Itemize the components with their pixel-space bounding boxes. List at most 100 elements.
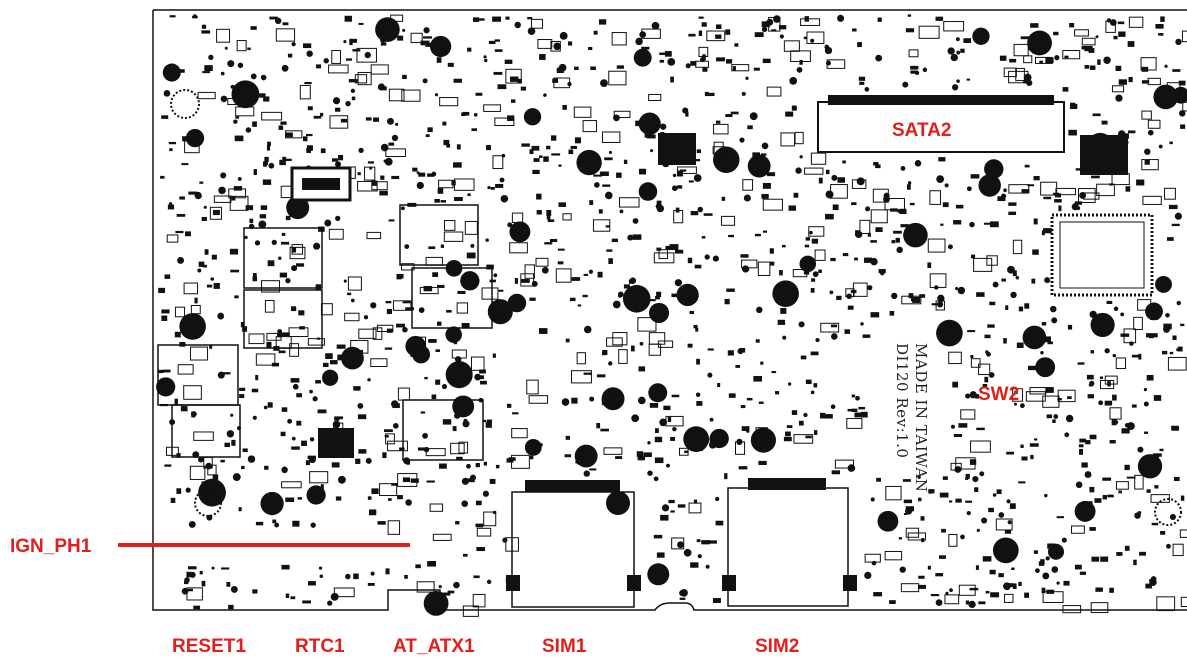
pcb-pad	[970, 354, 974, 359]
pcb-pad	[870, 240, 877, 243]
pcb-pad	[1054, 193, 1062, 198]
pcb-pad	[353, 573, 359, 580]
pcb-pad	[583, 273, 589, 276]
pcb-pad	[771, 371, 777, 374]
pcb-pad	[438, 179, 454, 189]
pcb-pad	[197, 91, 216, 100]
pcb-pad	[810, 38, 815, 43]
pcb-pad	[907, 181, 912, 185]
pcb-pad	[211, 566, 215, 570]
pcb-pad	[1109, 439, 1116, 444]
pcb-pad	[778, 25, 787, 30]
pcb-pad	[709, 428, 729, 449]
pcb-pad	[690, 61, 697, 66]
pcb-pad	[589, 396, 595, 402]
pcb-pad	[268, 162, 275, 169]
pcb-pad	[902, 479, 911, 482]
pcb-pad	[371, 181, 388, 191]
pcb-pad	[780, 307, 787, 314]
pcb-pad	[600, 79, 608, 88]
pcb-pad	[757, 261, 771, 276]
pcb-pad	[769, 248, 774, 254]
pcb-pad	[917, 584, 926, 589]
pcb-pad	[438, 585, 442, 589]
pcb-pad	[598, 19, 607, 25]
pcb-pad	[1057, 398, 1062, 401]
pcb-pad	[799, 255, 817, 273]
pcb-pad	[712, 598, 721, 604]
pcb-pad	[1144, 148, 1151, 155]
pcb-pad	[569, 297, 576, 302]
pcb-pad	[475, 523, 484, 528]
pcb-pad	[693, 174, 702, 182]
pcb-pad	[263, 405, 268, 410]
label-sata2: SATA2	[892, 120, 952, 141]
pcb-pad	[942, 202, 949, 208]
pcb-pad	[336, 344, 346, 349]
pcb-pad	[789, 77, 798, 85]
pcb-pad	[1042, 572, 1050, 580]
pcb-pad	[280, 431, 286, 437]
pcb-pad	[574, 66, 579, 70]
pcb-pad	[1115, 94, 1123, 102]
pcb-pad	[1104, 375, 1118, 385]
pcb-pad	[1058, 205, 1062, 212]
pcb-pad	[285, 593, 290, 598]
pcb-pad	[758, 401, 764, 404]
pcb-pad	[968, 600, 976, 609]
pcb-pad	[706, 30, 726, 42]
pcb-pad	[1086, 374, 1094, 380]
pcb-pad	[664, 51, 672, 57]
main-cpu-qfp	[1050, 213, 1154, 297]
pcb-pad	[1166, 543, 1171, 549]
pcb-pad	[183, 385, 202, 400]
pcb-pad	[385, 300, 392, 304]
pcb-pad	[576, 352, 586, 365]
pcb-pad	[313, 115, 322, 119]
pcb-pad	[188, 520, 196, 528]
pcb-pad	[1054, 199, 1062, 203]
pcb-pad	[588, 269, 594, 274]
pcb-pad	[728, 393, 736, 398]
pcb-pad	[297, 497, 303, 500]
pcb-pad	[357, 403, 364, 409]
pcb-pad	[388, 88, 405, 102]
pcb-pad	[475, 92, 483, 96]
pcb-pad	[873, 592, 883, 597]
pcb-pad	[1040, 351, 1044, 355]
pcb-pad	[183, 282, 199, 295]
pcb-pad	[1128, 16, 1144, 28]
pcb-pad	[1141, 110, 1152, 120]
label-ign-ph1: IGN_PH1	[10, 536, 92, 557]
pcb-pad	[1087, 394, 1094, 399]
pcb-pad	[544, 242, 553, 245]
pcb-pad	[500, 194, 509, 203]
pcb-pad	[643, 452, 652, 458]
pcb-pad	[903, 512, 908, 515]
pcb-pad	[457, 290, 466, 294]
pcb-pad	[499, 177, 505, 183]
pcb-pad	[1043, 196, 1052, 200]
pcb-pad	[158, 287, 166, 294]
pcb-pad	[420, 411, 426, 414]
pcb-pad	[574, 137, 581, 144]
pcb-pad	[679, 169, 687, 172]
pcb-pad	[492, 155, 504, 170]
pcb-pad	[639, 31, 647, 38]
pcb-pad	[1113, 306, 1119, 312]
pcb-pad	[1162, 350, 1168, 355]
pcb-pad	[340, 118, 348, 123]
pcb-pad	[1021, 456, 1028, 461]
pcb-pad	[728, 234, 735, 238]
pcb-pad	[287, 53, 293, 58]
pcb-pad	[862, 334, 871, 338]
pcb-pad	[854, 257, 858, 261]
pcb-pad	[396, 273, 404, 279]
pcb-pad	[654, 457, 664, 464]
pcb-pad	[805, 379, 812, 385]
pcb-pad	[201, 216, 207, 221]
pcb-pad	[229, 195, 249, 211]
pcb-pad	[192, 14, 197, 19]
pcb-pad	[648, 343, 662, 356]
pcb-pad	[432, 533, 452, 541]
